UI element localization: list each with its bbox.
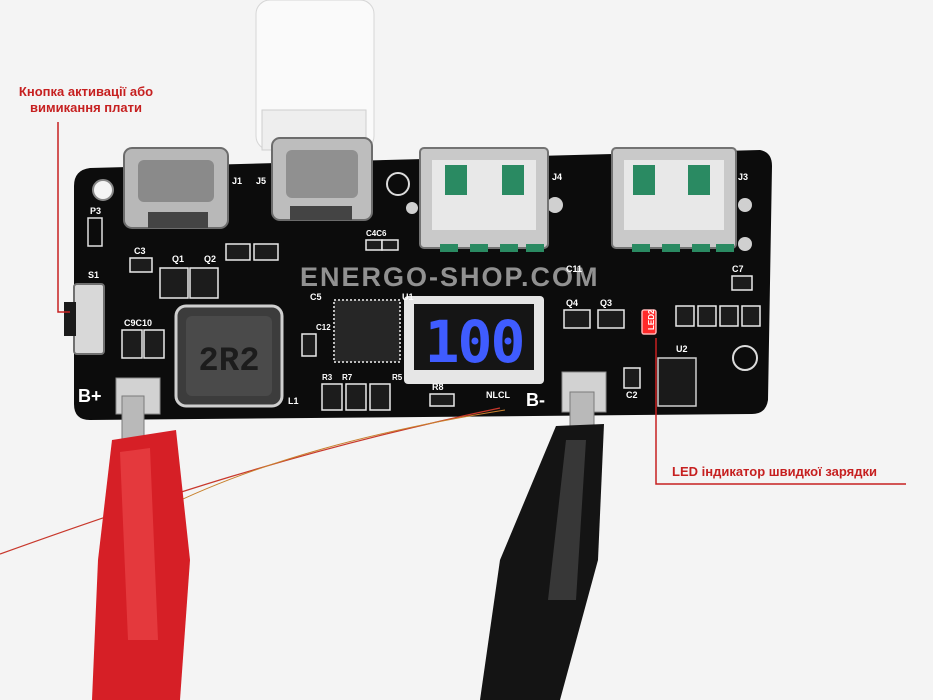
label-r8: R8 <box>432 382 444 392</box>
label-p3: P3 <box>90 206 101 216</box>
annotation-button-line1: Кнопка активації або <box>18 84 154 99</box>
label-c11: C11 <box>566 264 582 274</box>
thin-wire <box>159 409 506 511</box>
label-r7: R7 <box>342 373 353 382</box>
mounting-hole <box>406 202 418 214</box>
display-digits: 100 <box>425 308 524 376</box>
label-c5: C5 <box>310 292 322 302</box>
inductor-marking: 2R2 <box>198 343 259 381</box>
label-l1: L1 <box>288 396 299 406</box>
label-j1: J1 <box>232 176 242 186</box>
label-q3: Q3 <box>600 298 612 308</box>
mounting-hole <box>738 237 752 251</box>
thin-wire <box>0 407 501 555</box>
label-nlc: NLCL <box>486 390 510 400</box>
mounting-hole <box>732 345 758 371</box>
mounting-hole <box>386 172 410 196</box>
label-b-minus: B- <box>526 390 545 410</box>
label-j5: J5 <box>256 176 266 186</box>
label-u1: U1 <box>402 292 414 302</box>
label-c2: C2 <box>626 390 638 400</box>
label-r3: R3 <box>322 373 333 382</box>
leader-line-button <box>57 122 70 313</box>
label-s1: S1 <box>88 270 99 280</box>
label-q2: Q2 <box>204 254 216 264</box>
annotation-led: LED індикатор швидкої зарядки <box>672 464 877 479</box>
label-c7: C7 <box>732 264 744 274</box>
label-j4: J4 <box>552 172 562 182</box>
leader-line-led <box>655 338 906 485</box>
label-c4c6: C4C6 <box>366 229 387 238</box>
label-r5: R5 <box>392 373 403 382</box>
smd-components <box>121 239 761 411</box>
black-alligator-clip <box>480 391 604 700</box>
annotation-button: Кнопка активації або вимикання плати <box>8 84 164 116</box>
label-q4: Q4 <box>566 298 578 308</box>
label-u2: U2 <box>676 344 688 354</box>
chip-u2 <box>657 357 697 407</box>
label-b-plus: B+ <box>78 386 102 406</box>
label-led2: LED2 <box>647 309 656 330</box>
label-c12: C12 <box>316 323 331 332</box>
controller-ic-u1 <box>333 299 401 363</box>
led2-indicator <box>641 309 657 335</box>
mounting-hole <box>738 198 752 212</box>
side-button-s1 <box>73 283 105 355</box>
label-c9c10: C9C10 <box>124 318 152 328</box>
label-c3: C3 <box>134 246 146 256</box>
watermark: ENERGO-SHOP.COM <box>300 262 600 292</box>
mounting-hole <box>92 179 114 201</box>
annotation-button-line2: вимикання плати <box>30 100 142 115</box>
label-j3: J3 <box>738 172 748 182</box>
mounting-hole <box>547 197 563 213</box>
label-q1: Q1 <box>172 254 184 264</box>
red-alligator-clip <box>92 395 190 700</box>
